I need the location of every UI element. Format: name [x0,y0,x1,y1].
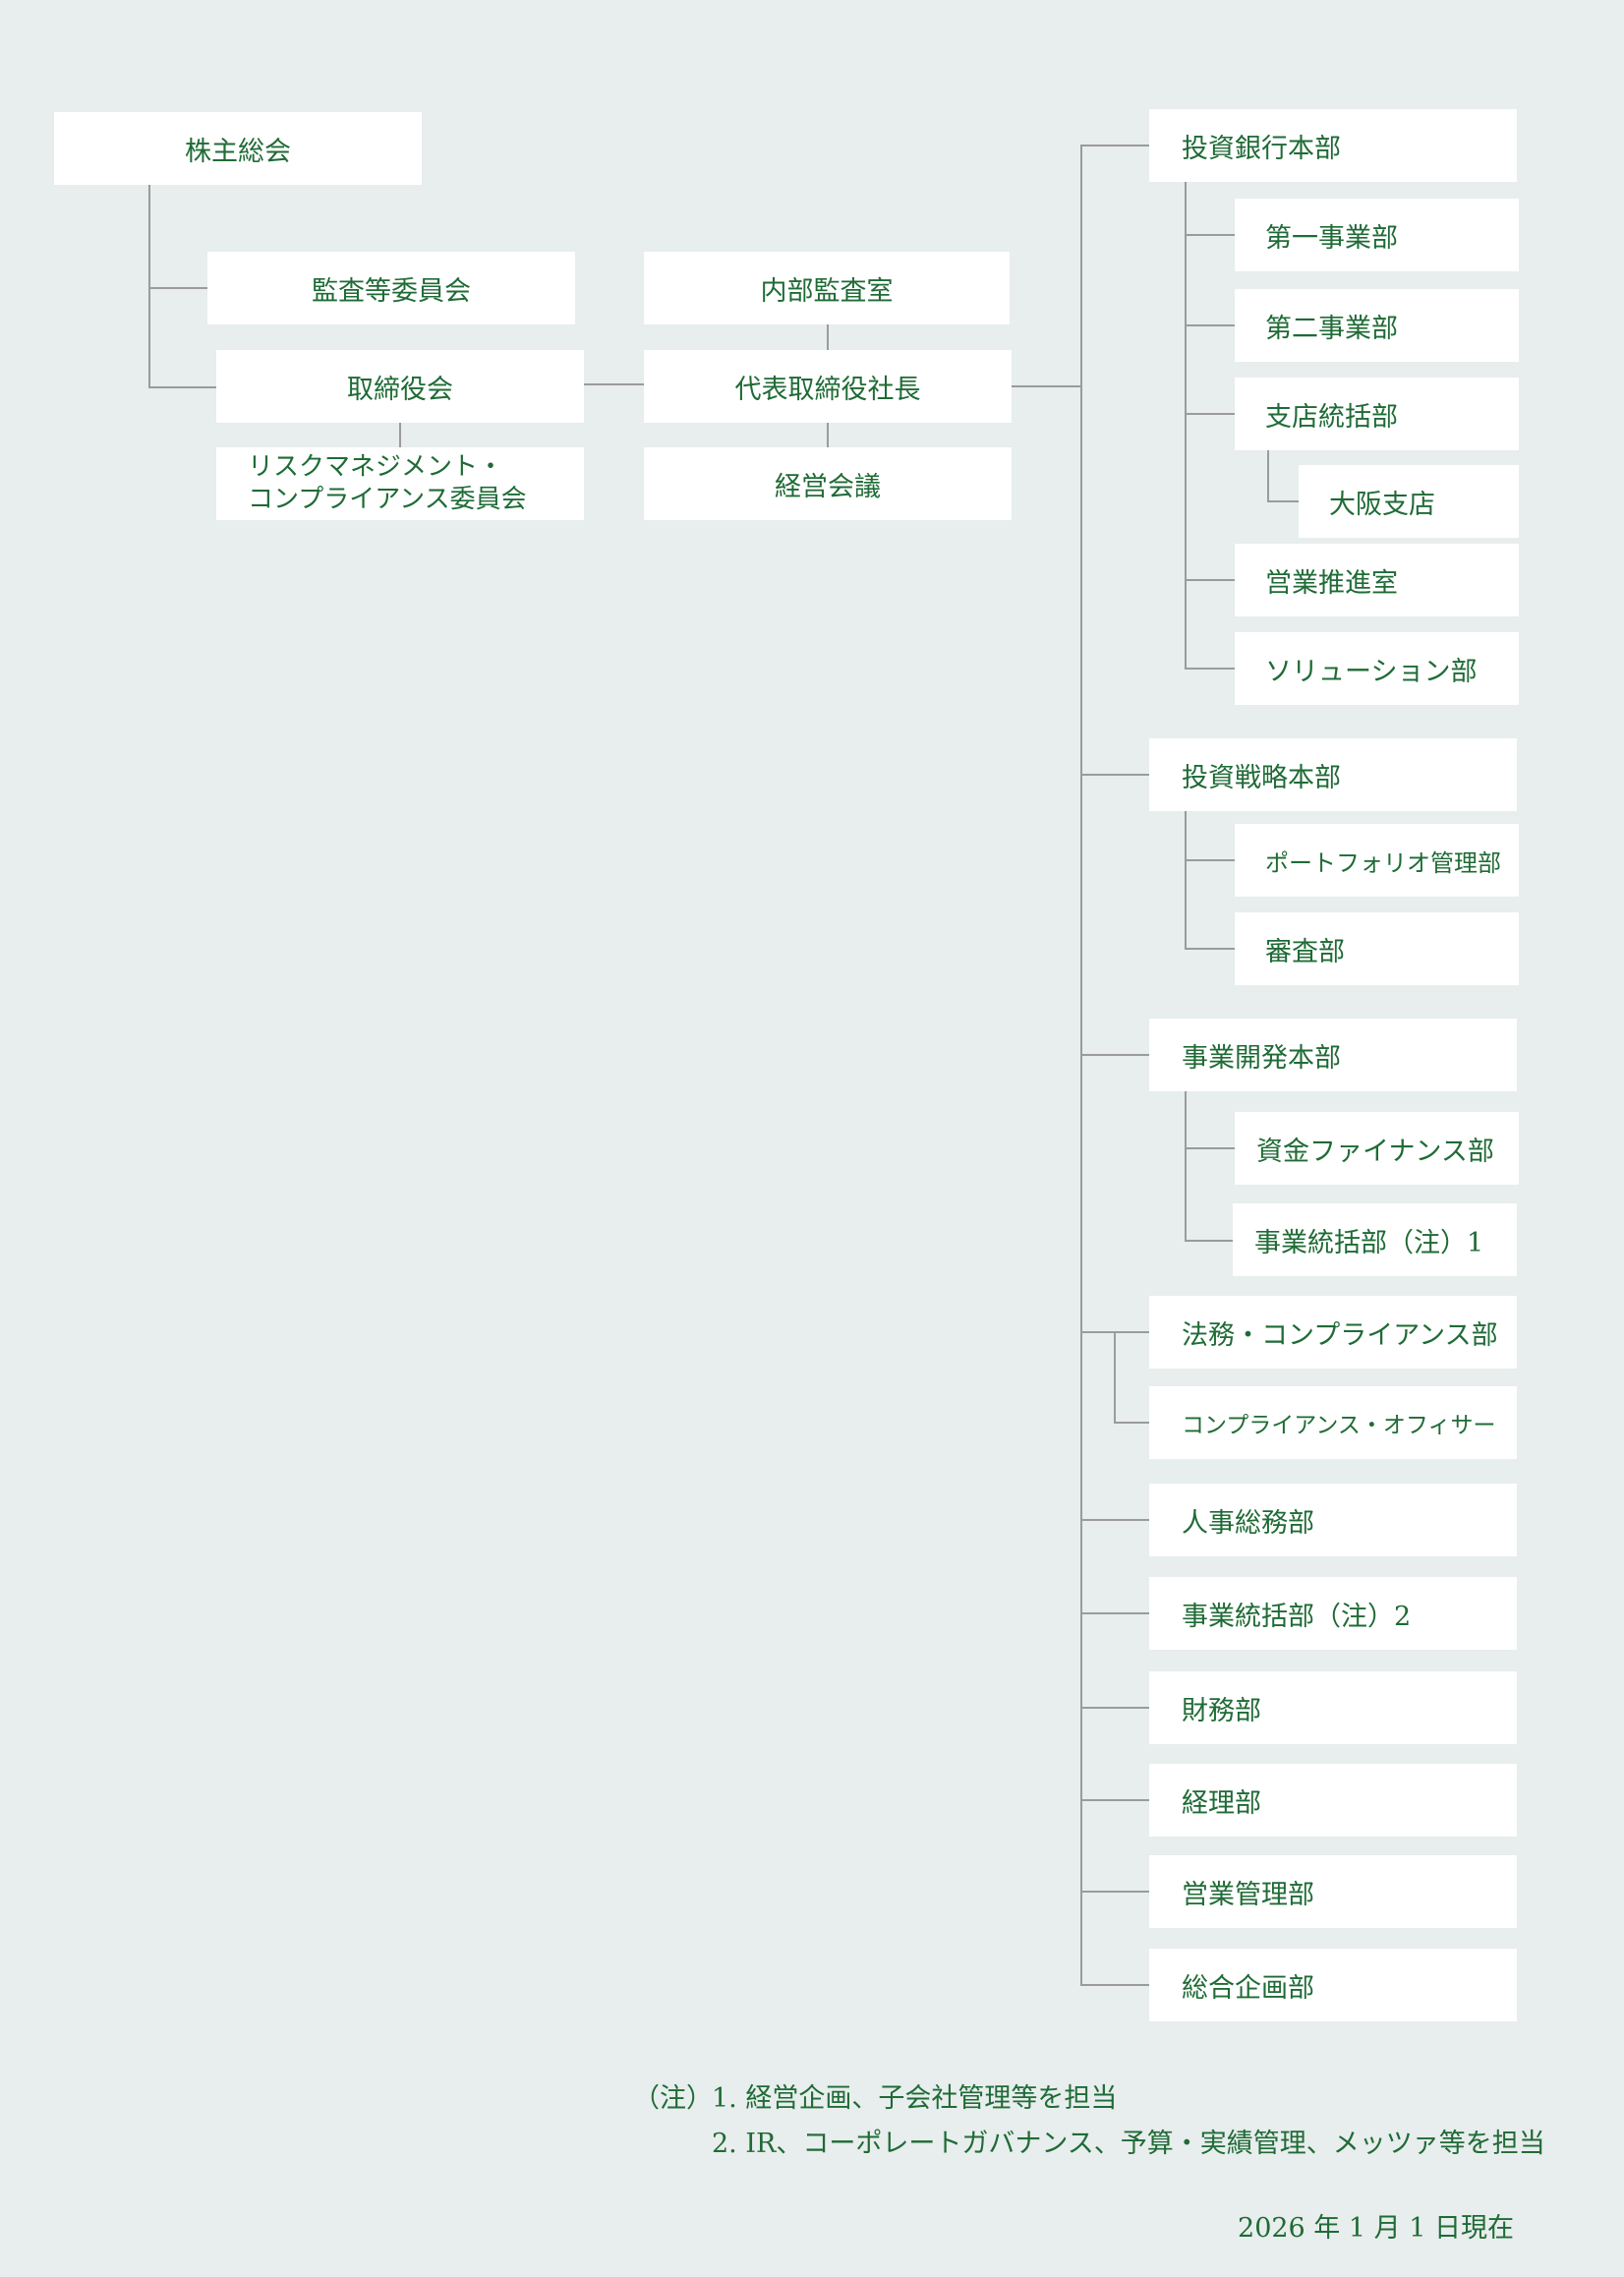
box-sales-admin: 営業管理部 [1149,1855,1517,1928]
label: 資金ファイナンス部 [1256,1136,1494,1167]
box-audit-committee: 監査等委員会 [207,252,575,324]
connector-line [148,386,216,388]
label: 人事総務部 [1182,1507,1314,1539]
box-legal-compliance: 法務・コンプライアンス部 [1149,1296,1517,1369]
label-line2: コンプライアンス委員会 [248,485,527,514]
label: 財務部 [1182,1695,1261,1726]
connector-line [1080,1799,1149,1801]
connector-line [827,423,829,447]
box-planning: 総合企画部 [1149,1949,1517,2021]
label: 総合企画部 [1182,1972,1314,2004]
connector-line [1080,1891,1149,1893]
connector-line [1185,182,1187,670]
connector-line [1185,579,1235,581]
note-1: 1. 経営企画、子会社管理等を担当 [712,2083,1118,2114]
box-solution: ソリューション部 [1235,632,1519,705]
note-2: 2. IR、コーポレートガバナンス、予算・実績管理、メッツァ等を担当 [712,2129,1545,2159]
box-div1: 第一事業部 [1235,199,1519,271]
connector-line [1185,948,1235,950]
connector-line [148,287,207,289]
connector-line [1080,145,1149,146]
connector-line [827,324,829,350]
label: 第二事業部 [1265,313,1398,344]
label: ソリューション部 [1265,656,1478,687]
connector-line [1012,385,1082,387]
box-risk-compliance-committee: リスクマネジメント・コンプライアンス委員会 [216,447,584,520]
connector-line [1080,1612,1149,1614]
as-of-date: 2026 年 1 月 1 日現在 [1238,2213,1514,2244]
box-sales-promotion: 営業推進室 [1235,544,1519,616]
connector-line [1185,668,1235,670]
box-finance: 財務部 [1149,1671,1517,1744]
label: 事業統括部（注）1 [1254,1227,1484,1258]
box-compliance-officer: コンプライアンス・オフィサー [1149,1386,1517,1459]
box-finance-fin: 資金ファイナンス部 [1235,1112,1519,1185]
box-hr: 人事総務部 [1149,1484,1517,1556]
box-business-dev: 事業開発本部 [1149,1019,1517,1091]
connector-line [1185,413,1235,415]
connector-line [1080,774,1149,776]
label: 内部監査室 [760,275,894,307]
label: 営業推進室 [1265,567,1398,599]
connector-line [1114,1331,1116,1424]
box-investment-banking: 投資銀行本部 [1149,109,1517,182]
label: 支店統括部 [1265,401,1398,433]
box-management-meeting: 経営会議 [644,447,1012,520]
label: 経営会議 [775,471,881,502]
connector-line [1185,324,1235,326]
label: 取締役会 [347,374,453,405]
box-div2: 第二事業部 [1235,289,1519,362]
connector-line [1080,1984,1149,1986]
box-biz-control-2: 事業統括部（注）2 [1149,1577,1517,1650]
connector-line [1267,500,1299,502]
label: 事業開発本部 [1182,1042,1341,1074]
label: 第一事業部 [1265,222,1398,254]
label: 事業統括部（注）2 [1182,1601,1412,1632]
label: 経理部 [1182,1787,1261,1819]
label: 代表取締役社長 [734,374,921,405]
box-shareholders-meeting: 株主総会 [54,112,422,185]
connector-line [148,185,150,388]
label-line1: リスクマネジメント・ [248,452,504,482]
label: コンプライアンス・オフィサー [1182,1413,1496,1438]
connector-line [1185,859,1235,861]
box-biz-control-1: 事業統括部（注）1 [1233,1203,1517,1276]
connector-line [1185,1147,1235,1149]
connector-line [1080,1519,1149,1521]
connector-line [1185,1240,1233,1242]
connector-line [584,383,644,385]
label: 大阪支店 [1329,489,1435,520]
connector-line [399,423,401,447]
box-osaka-branch: 大阪支店 [1299,465,1519,538]
connector-line [1185,1091,1187,1242]
label: 営業管理部 [1182,1879,1314,1910]
label: ポートフォリオ管理部 [1265,848,1501,877]
note-label: （注） [633,2083,713,2114]
connector-line [1080,1054,1149,1056]
connector-line [1114,1422,1149,1424]
label: 株主総会 [185,136,291,167]
label: 審査部 [1265,936,1345,967]
box-portfolio: ポートフォリオ管理部 [1235,824,1519,897]
connector-line [1185,234,1235,236]
box-board-of-directors: 取締役会 [216,350,584,423]
box-review: 審査部 [1235,912,1519,985]
box-investment-strategy: 投資戦略本部 [1149,738,1517,811]
box-branch-mgmt: 支店統括部 [1235,378,1519,450]
box-internal-audit: 内部監査室 [644,252,1010,324]
main-trunk-line [1080,145,1082,1986]
label: 投資銀行本部 [1182,133,1341,164]
connector-line [1185,811,1187,950]
box-accounting: 経理部 [1149,1764,1517,1837]
label: 投資戦略本部 [1182,762,1341,793]
connector-line [1080,1707,1149,1709]
connector-line [1267,450,1269,502]
box-president: 代表取締役社長 [644,350,1012,423]
label: 監査等委員会 [312,275,471,307]
label: 法務・コンプライアンス部 [1182,1319,1498,1351]
